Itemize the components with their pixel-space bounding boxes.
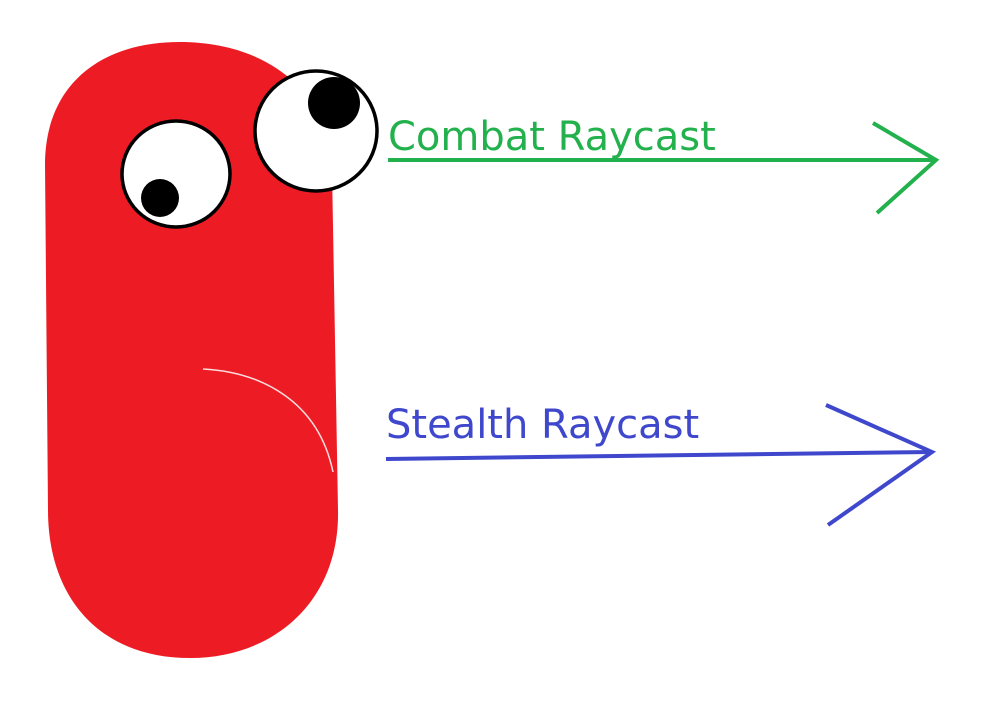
- right-eye: [253, 69, 379, 193]
- character: [45, 42, 379, 658]
- left-eye-white: [120, 119, 232, 229]
- combat-raycast: Combat Raycast: [388, 114, 940, 215]
- stealth-raycast-arrowhead: [825, 403, 937, 527]
- combat-raycast-arrowhead: [871, 121, 940, 215]
- left-eye-pupil: [141, 179, 179, 217]
- character-mouth: [202, 368, 334, 473]
- right-eye-pupil: [308, 77, 360, 129]
- combat-raycast-label: Combat Raycast: [388, 114, 716, 160]
- stealth-raycast: Stealth Raycast: [385, 402, 937, 527]
- stealth-raycast-label: Stealth Raycast: [386, 402, 699, 448]
- stealth-raycast-line: [385, 450, 933, 461]
- character-body: [45, 42, 339, 658]
- left-eye: [120, 119, 232, 229]
